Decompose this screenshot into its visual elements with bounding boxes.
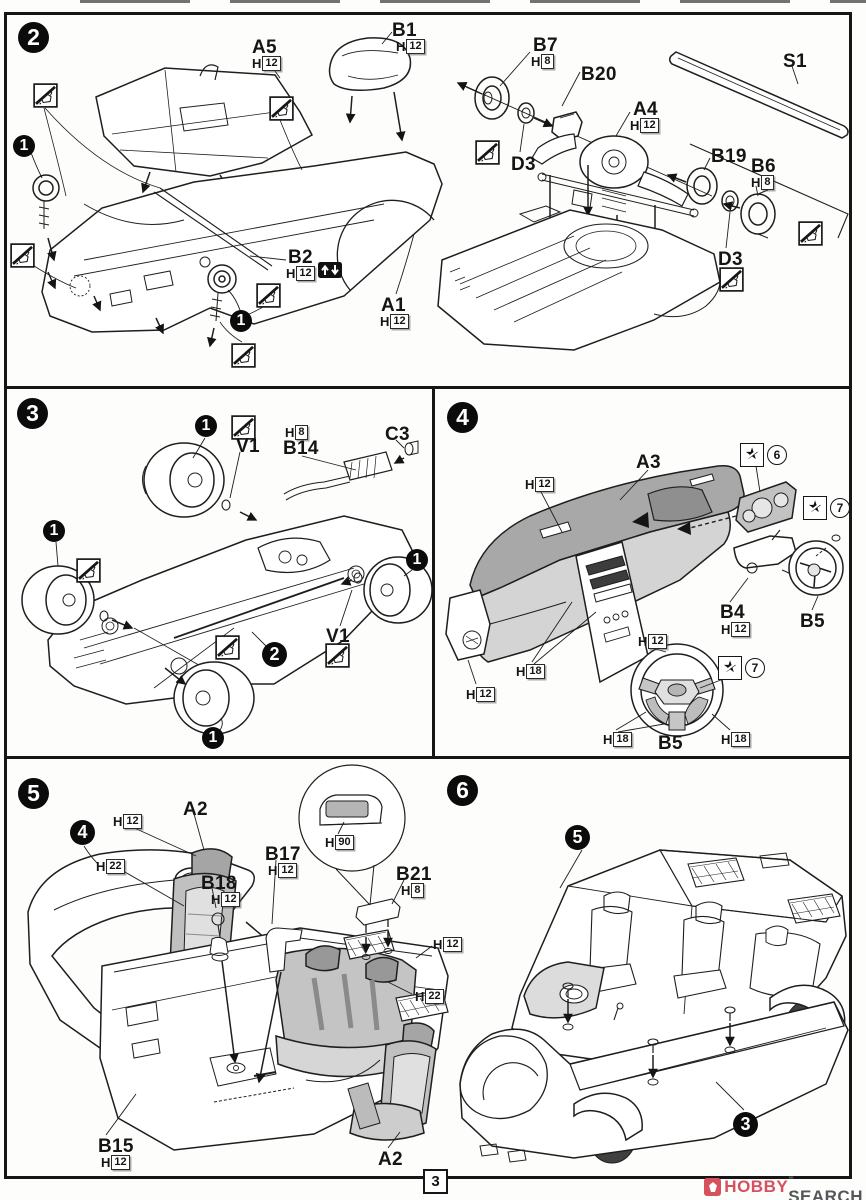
no-cement-icon: [33, 83, 58, 108]
no-cement-icon: [10, 243, 35, 268]
sticker-mark-6: ★ 6: [740, 443, 787, 467]
no-cement-icon: [798, 221, 823, 246]
part-label-b7: B7: [533, 35, 558, 56]
star-icon: ★: [744, 446, 760, 463]
part-label-a1: A1: [381, 295, 406, 316]
panel-divider-top: [4, 386, 852, 389]
scan-artifact: [80, 0, 866, 3]
no-cement-icon: [719, 267, 744, 292]
no-cement-icon: [256, 283, 281, 308]
part-label-d3: D3: [511, 154, 536, 175]
subassembly-1-callout: 1: [230, 310, 252, 332]
subassembly-1-callout: 1: [43, 520, 65, 542]
subassembly-1-callout: 1: [406, 549, 428, 571]
step-3-badge: 3: [17, 398, 48, 429]
step-5-badge: 5: [18, 778, 49, 809]
part-label-c3: C3: [385, 424, 410, 445]
part-label-a3: A3: [636, 452, 661, 473]
step4-dashboard-illustration: [445, 464, 844, 737]
no-cement-icon: [215, 635, 240, 660]
part-label-d3: D3: [718, 249, 743, 270]
panel-divider-vertical: [432, 386, 435, 759]
page-number: 3: [423, 1169, 448, 1194]
subassembly-3-callout: 3: [733, 1112, 758, 1137]
part-label-a5: A5: [252, 37, 277, 58]
part-label-b15: B15: [98, 1136, 134, 1157]
step3-chassis-illustration: [21, 437, 433, 735]
step5-interior-illustration: [27, 764, 449, 1151]
hobbysearch-watermark: HOBBY -SEARCH: [704, 1167, 866, 1200]
star-icon: ★: [807, 499, 823, 516]
subassembly-2-callout: 2: [262, 642, 287, 667]
subassembly-1-callout: 1: [195, 415, 217, 437]
subassembly-4-callout: 4: [70, 820, 95, 845]
part-label-b21: B21: [396, 864, 432, 885]
hobbysearch-logo-icon: [704, 1178, 722, 1196]
part-label-b14: B14: [283, 438, 319, 459]
part-label-b5: B5: [658, 733, 683, 754]
subassembly-1-callout: 1: [202, 727, 224, 749]
sticker-mark-7: ★ 7: [803, 496, 850, 520]
part-label-s1: S1: [783, 51, 807, 72]
sticker-mark-7: ★ 7: [718, 656, 765, 680]
part-label-b17: B17: [265, 844, 301, 865]
part-label-v1: V1: [326, 626, 350, 647]
no-cement-icon: [269, 96, 294, 121]
subassembly-1-callout: 1: [13, 135, 35, 157]
step2-chassis-illustration: [29, 31, 443, 348]
no-cement-icon: [325, 643, 350, 668]
no-cement-icon: [231, 415, 256, 440]
panel-divider-bottom: [4, 756, 852, 759]
no-cement-icon: [231, 343, 256, 368]
step-4-badge: 4: [447, 402, 478, 433]
part-label-a2: A2: [183, 799, 208, 820]
part-label-b18: B18: [201, 873, 237, 894]
watermark-brand-red: HOBBY: [724, 1177, 789, 1196]
part-label-a2: A2: [378, 1149, 403, 1170]
no-cement-icon: [475, 140, 500, 165]
movable-part-icon: [318, 262, 342, 283]
part-label-b5: B5: [800, 611, 825, 632]
part-label-b1: B1: [392, 20, 417, 41]
part-label-a4: A4: [633, 99, 658, 120]
step-6-badge: 6: [447, 775, 478, 806]
part-label-b6: B6: [751, 156, 776, 177]
step2-axle-illustration: [437, 51, 849, 351]
watermark-brand-gray: -SEARCH: [788, 1167, 863, 1200]
part-label-b4: B4: [720, 602, 745, 623]
part-label-v1: V1: [236, 436, 260, 457]
part-label-b19: B19: [711, 146, 747, 167]
no-cement-icon: [76, 558, 101, 583]
subassembly-5-callout: 5: [565, 825, 590, 850]
star-icon: ★: [722, 659, 738, 676]
part-label-b2: B2: [288, 247, 313, 268]
part-label-b20: B20: [581, 64, 617, 85]
step-2-badge: 2: [18, 22, 49, 53]
